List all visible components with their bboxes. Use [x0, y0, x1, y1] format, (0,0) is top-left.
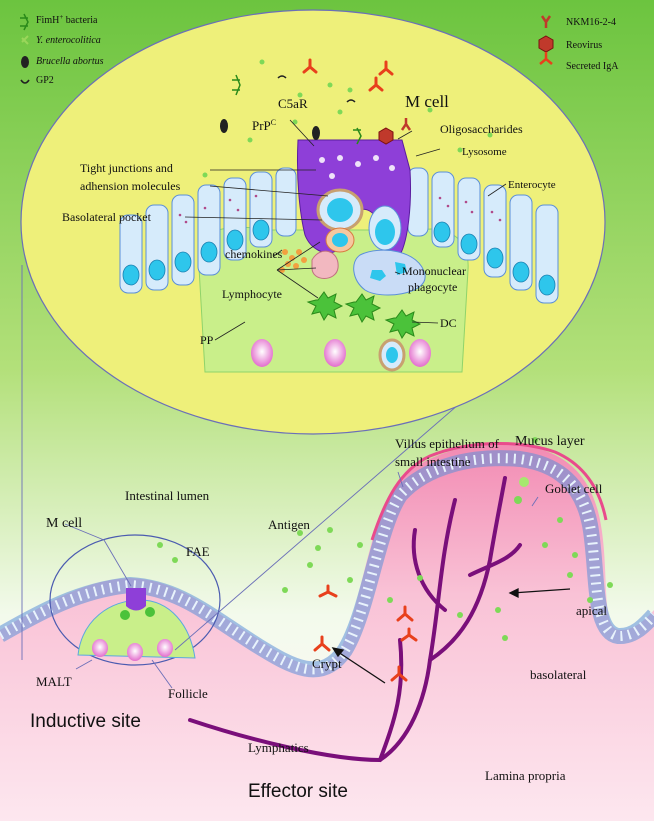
svg-text:Villus epithelium of: Villus epithelium of	[395, 436, 500, 451]
inset-iga	[302, 58, 394, 92]
svg-text:M cell: M cell	[46, 516, 82, 531]
legend-left-icons	[20, 13, 30, 84]
svg-text:Reovirus: Reovirus	[566, 40, 602, 51]
svg-text:Brucella abortus: Brucella abortus	[36, 56, 104, 67]
svg-text:C5aR: C5aR	[278, 96, 308, 111]
svg-text:Basolateral pocket: Basolateral pocket	[62, 210, 152, 224]
svg-text:PP: PP	[200, 333, 214, 347]
svg-text:PrPC: PrPC	[252, 118, 276, 133]
legend-left-text: FimH+ bacteria Y. enterocolitica Brucell…	[36, 13, 104, 86]
svg-text:Tight junctions and: Tight junctions and	[80, 161, 173, 175]
svg-text:small intestine: small intestine	[395, 454, 471, 469]
svg-text:Mononuclear: Mononuclear	[402, 264, 466, 278]
svg-text:Enterocyte: Enterocyte	[508, 179, 556, 191]
antigen-particles	[157, 437, 613, 641]
svg-text:apical: apical	[576, 603, 607, 618]
pocket-cells	[311, 188, 426, 296]
lamina-propria	[0, 444, 654, 821]
lymphatics	[188, 476, 522, 763]
reovirus-icon	[538, 35, 554, 53]
small-m-cell	[126, 588, 146, 611]
main-labels: Villus epithelium of small intestine Muc…	[30, 434, 607, 802]
brucella-abortus-icon	[21, 56, 29, 68]
dendritic-cells	[306, 291, 422, 339]
legend-right-text: NKM16-2-4 Reovirus Secreted IgA	[566, 17, 619, 72]
inset-labels: M cell C5aR PrPC Oligosaccharides Lysoso…	[62, 92, 556, 347]
svg-text:Lymphatics: Lymphatics	[248, 740, 309, 755]
svg-text:Goblet cell: Goblet cell	[545, 481, 603, 496]
svg-text:adhension molecules: adhension molecules	[80, 179, 181, 193]
svg-text:Follicle: Follicle	[168, 686, 208, 701]
svg-text:Crypt: Crypt	[312, 656, 342, 671]
svg-text:Lamina propria: Lamina propria	[485, 768, 566, 783]
svg-text:Secreted IgA: Secreted IgA	[566, 61, 619, 72]
fae-oval	[49, 534, 221, 666]
enterocyte-nuclei-right	[433, 221, 556, 296]
secreted-iga-group	[313, 584, 418, 682]
inset-antigen-dots	[202, 59, 493, 178]
transport-arrows	[331, 587, 571, 684]
dc-small	[120, 607, 155, 620]
lysosome-dots	[178, 194, 502, 224]
svg-text:Y. enterocolitica: Y. enterocolitica	[36, 35, 101, 46]
svg-text:Mucus layer: Mucus layer	[515, 434, 585, 449]
m-cell-vesicles	[319, 155, 395, 179]
y-enterocolitica-icon	[21, 35, 29, 45]
svg-text:chemokines: chemokines	[225, 247, 283, 261]
svg-text:Lymphocyte: Lymphocyte	[222, 287, 282, 301]
svg-text:DC: DC	[440, 316, 457, 330]
svg-text:basolateral: basolateral	[530, 667, 587, 682]
legend-right-icons	[538, 15, 554, 65]
mucus-layer	[370, 442, 608, 541]
chemokines-cluster	[279, 249, 307, 273]
nkm16-icon	[540, 15, 552, 28]
svg-text:Effector site: Effector site	[248, 781, 348, 802]
svg-text:FAE: FAE	[186, 544, 210, 559]
gp2-icon	[20, 79, 30, 84]
svg-text:phagocyte: phagocyte	[408, 280, 457, 294]
inset-leader-lines	[184, 119, 507, 341]
svg-text:Inductive site: Inductive site	[30, 711, 141, 732]
fimh-bacteria-icon	[20, 13, 29, 31]
svg-text:Lysosome: Lysosome	[462, 146, 507, 158]
svg-text:MALT: MALT	[36, 674, 72, 689]
inset-m-cell-label: M cell	[405, 92, 449, 111]
svg-text:FimH+ bacteria: FimH+ bacteria	[36, 13, 98, 26]
follicle-eggs	[251, 338, 431, 372]
svg-text:GP2: GP2	[36, 75, 54, 86]
svg-text:Oligosaccharides: Oligosaccharides	[440, 122, 523, 136]
svg-text:NKM16-2-4: NKM16-2-4	[566, 17, 616, 28]
secreted-iga-icon	[539, 52, 553, 65]
svg-text:Intestinal lumen: Intestinal lumen	[125, 488, 210, 503]
inset-pathogens	[220, 74, 412, 145]
enterocyte-nuclei-left	[122, 219, 270, 286]
follicle-cells	[92, 639, 173, 661]
svg-text:Antigen: Antigen	[268, 517, 310, 532]
